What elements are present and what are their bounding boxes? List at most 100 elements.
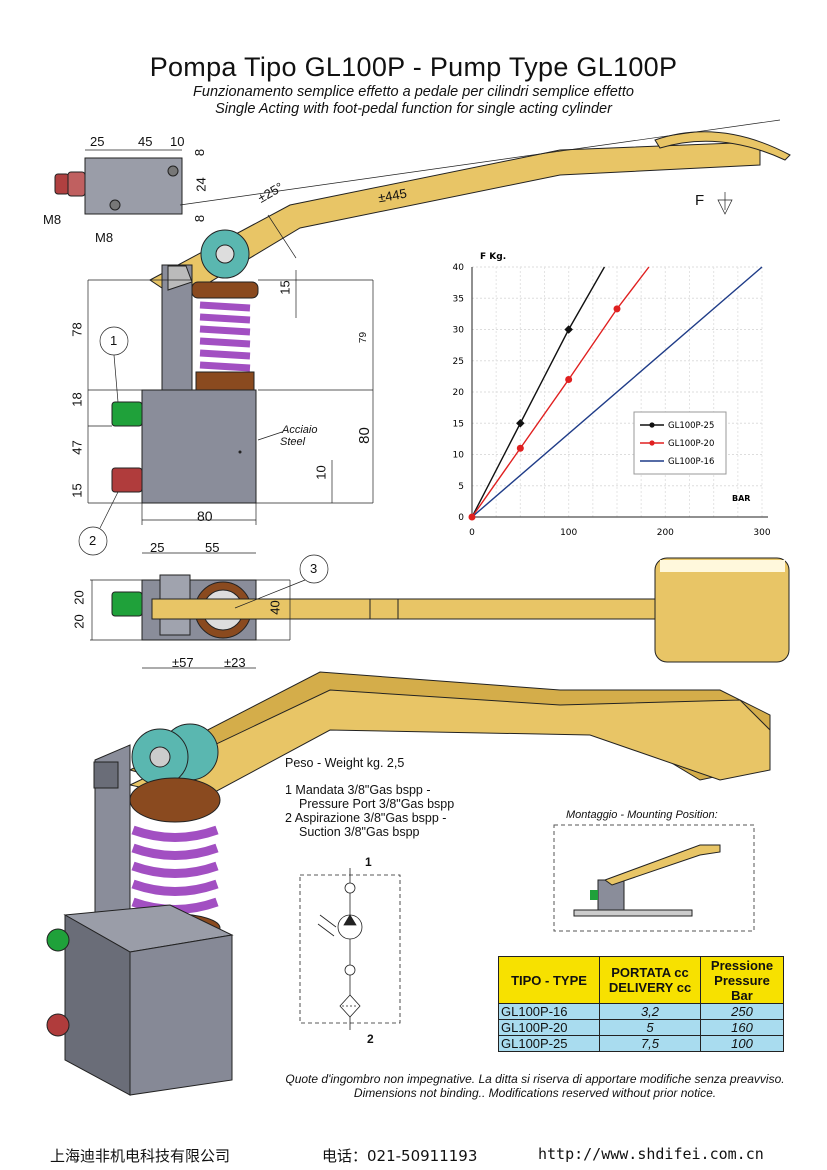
force-label: F bbox=[695, 192, 705, 209]
dim-plan-20b: 20 bbox=[71, 614, 87, 629]
legend-marker bbox=[649, 440, 655, 446]
top-detail-view bbox=[54, 149, 183, 215]
dim-left-78: 78 bbox=[69, 322, 85, 337]
footer-phone: 电话：021-50911193 bbox=[322, 1147, 478, 1165]
data-point bbox=[565, 376, 573, 383]
header-delivery: PORTATA cc DELIVERY cc bbox=[599, 956, 701, 1004]
legend-marker bbox=[649, 422, 655, 428]
mounting-position-diagram bbox=[553, 824, 755, 932]
force-pressure-chart: 0 5 10 15 20 25 30 35 40 0 100 200 300 F Kg. BAR GL100P… bbox=[453, 252, 771, 538]
cell-pressure: 250 bbox=[700, 1003, 784, 1020]
dim-plan-20a: 20 bbox=[71, 590, 87, 605]
footer-url[interactable]: http://www.shdifei.com.cn bbox=[538, 1145, 764, 1163]
dim-plan-23: ±23 bbox=[224, 655, 246, 670]
callout-1: 1 bbox=[110, 333, 118, 348]
port-2-line-b: Suction 3/8"Gas bspp bbox=[299, 825, 420, 839]
dim-right-8a: 8 bbox=[192, 148, 208, 157]
cell-type: GL100P-25 bbox=[498, 1035, 600, 1052]
dim-inner-10: 10 bbox=[313, 465, 329, 480]
y-tick-label: 0 bbox=[458, 513, 464, 523]
pedal-3d-render bbox=[46, 671, 771, 1096]
dim-plan-57: ±57 bbox=[172, 655, 194, 670]
table-row: GL100P-20 5 160 bbox=[498, 1019, 784, 1036]
cell-pressure: 100 bbox=[700, 1035, 784, 1052]
y-tick-label: 15 bbox=[453, 419, 464, 429]
dim-top-45: 45 bbox=[138, 134, 153, 149]
subtitle-english: Single Acting with foot-pedal function f… bbox=[215, 101, 612, 117]
table-row: GL100P-25 7,5 100 bbox=[498, 1035, 784, 1052]
dim-stroke: 15 bbox=[277, 280, 293, 295]
series-line bbox=[471, 266, 606, 518]
schematic-port-1: 1 bbox=[365, 855, 372, 869]
hydraulic-schematic bbox=[299, 868, 401, 1030]
dim-right-8b: 8 bbox=[192, 214, 208, 223]
table-header-row: TIPO - TYPE PORTATA cc DELIVERY cc Press… bbox=[498, 956, 784, 1004]
callout-3: 3 bbox=[310, 561, 318, 576]
dim-bottom-80: 80 bbox=[197, 508, 213, 524]
cell-pressure: 160 bbox=[700, 1019, 784, 1036]
dim-plan-55: 55 bbox=[205, 540, 220, 555]
series-line bbox=[471, 266, 650, 518]
cell-delivery: 3,2 bbox=[599, 1003, 701, 1020]
series-line bbox=[471, 266, 763, 518]
dim-right-24: 24 bbox=[193, 177, 209, 192]
mounting-label: Montaggio - Mounting Position: bbox=[566, 809, 718, 821]
cell-delivery: 5 bbox=[599, 1019, 701, 1036]
dim-right-79: 79 bbox=[358, 331, 370, 344]
legend-label: GL100P-20 bbox=[668, 439, 714, 449]
callout-2: 2 bbox=[89, 533, 97, 548]
footer-company: 上海迪非机电科技有限公司 bbox=[50, 1147, 231, 1165]
disclaimer-italian: Quote d'ingombro non impegnative. La dit… bbox=[285, 1072, 785, 1086]
weight-note: Peso - Weight kg. 2,5 bbox=[285, 756, 405, 770]
data-point bbox=[516, 419, 525, 428]
legend-label: GL100P-25 bbox=[668, 421, 714, 431]
y-tick-label: 30 bbox=[453, 326, 465, 336]
header-pressure: Pressione Pressure Bar bbox=[700, 956, 784, 1004]
subtitle-italian: Funzionamento semplice effetto a pedale … bbox=[193, 84, 634, 100]
dim-plan-40: 40 bbox=[267, 600, 283, 615]
y-tick-label: 35 bbox=[453, 294, 464, 304]
x-tick-label: 0 bbox=[469, 528, 475, 538]
x-tick-label: 100 bbox=[560, 528, 577, 538]
legend-label: GL100P-16 bbox=[668, 457, 714, 467]
y-tick-label: 25 bbox=[453, 357, 464, 367]
label-m8-a: M8 bbox=[43, 212, 62, 227]
disclaimer: Quote d'ingombro non impegnative. La dit… bbox=[240, 1072, 827, 1100]
x-tick-label: 300 bbox=[753, 528, 770, 538]
schematic-port-2: 2 bbox=[367, 1032, 374, 1046]
y-tick-label: 5 bbox=[458, 482, 464, 492]
dimension-lines bbox=[78, 119, 781, 556]
port-1-line-b: Pressure Port 3/8"Gas bspp bbox=[299, 797, 455, 811]
spring-assembly bbox=[191, 281, 259, 391]
table-row: GL100P-16 3,2 250 bbox=[498, 1003, 784, 1020]
disclaimer-english: Dimensions not binding.. Modifications r… bbox=[353, 1086, 717, 1100]
y-tick-label: 20 bbox=[453, 388, 465, 398]
cell-type: GL100P-20 bbox=[498, 1019, 600, 1036]
y-axis-label: F Kg. bbox=[480, 252, 506, 262]
spec-table: TIPO - TYPE PORTATA cc DELIVERY cc Press… bbox=[498, 956, 784, 1052]
dim-left-18: 18 bbox=[69, 392, 85, 407]
label-m8-b: M8 bbox=[95, 230, 114, 245]
dim-top-25: 25 bbox=[90, 134, 105, 149]
header-type: TIPO - TYPE bbox=[498, 956, 600, 1004]
cell-type: GL100P-16 bbox=[498, 1003, 600, 1020]
port-2-line-a: 2 Aspirazione 3/8"Gas bspp - bbox=[285, 811, 447, 825]
port-1-line-a: 1 Mandata 3/8"Gas bspp - bbox=[285, 783, 431, 797]
pump-body bbox=[111, 389, 257, 504]
dim-left-47: 47 bbox=[69, 440, 85, 455]
y-tick-label: 10 bbox=[453, 451, 465, 461]
x-axis-label: BAR bbox=[732, 494, 750, 503]
material-italian: Acciaio bbox=[282, 424, 318, 436]
page-title: Pompa Tipo GL100P - Pump Type GL100P bbox=[149, 52, 678, 82]
plan-view bbox=[90, 552, 790, 669]
cell-delivery: 7,5 bbox=[599, 1035, 701, 1052]
data-point bbox=[613, 305, 621, 313]
material-english: Steel bbox=[280, 436, 306, 448]
dim-top-10: 10 bbox=[170, 134, 185, 149]
dim-right-80: 80 bbox=[355, 427, 373, 444]
y-tick-label: 40 bbox=[453, 263, 465, 273]
data-point bbox=[564, 325, 573, 334]
data-point bbox=[516, 444, 524, 452]
x-tick-label: 200 bbox=[657, 528, 674, 538]
